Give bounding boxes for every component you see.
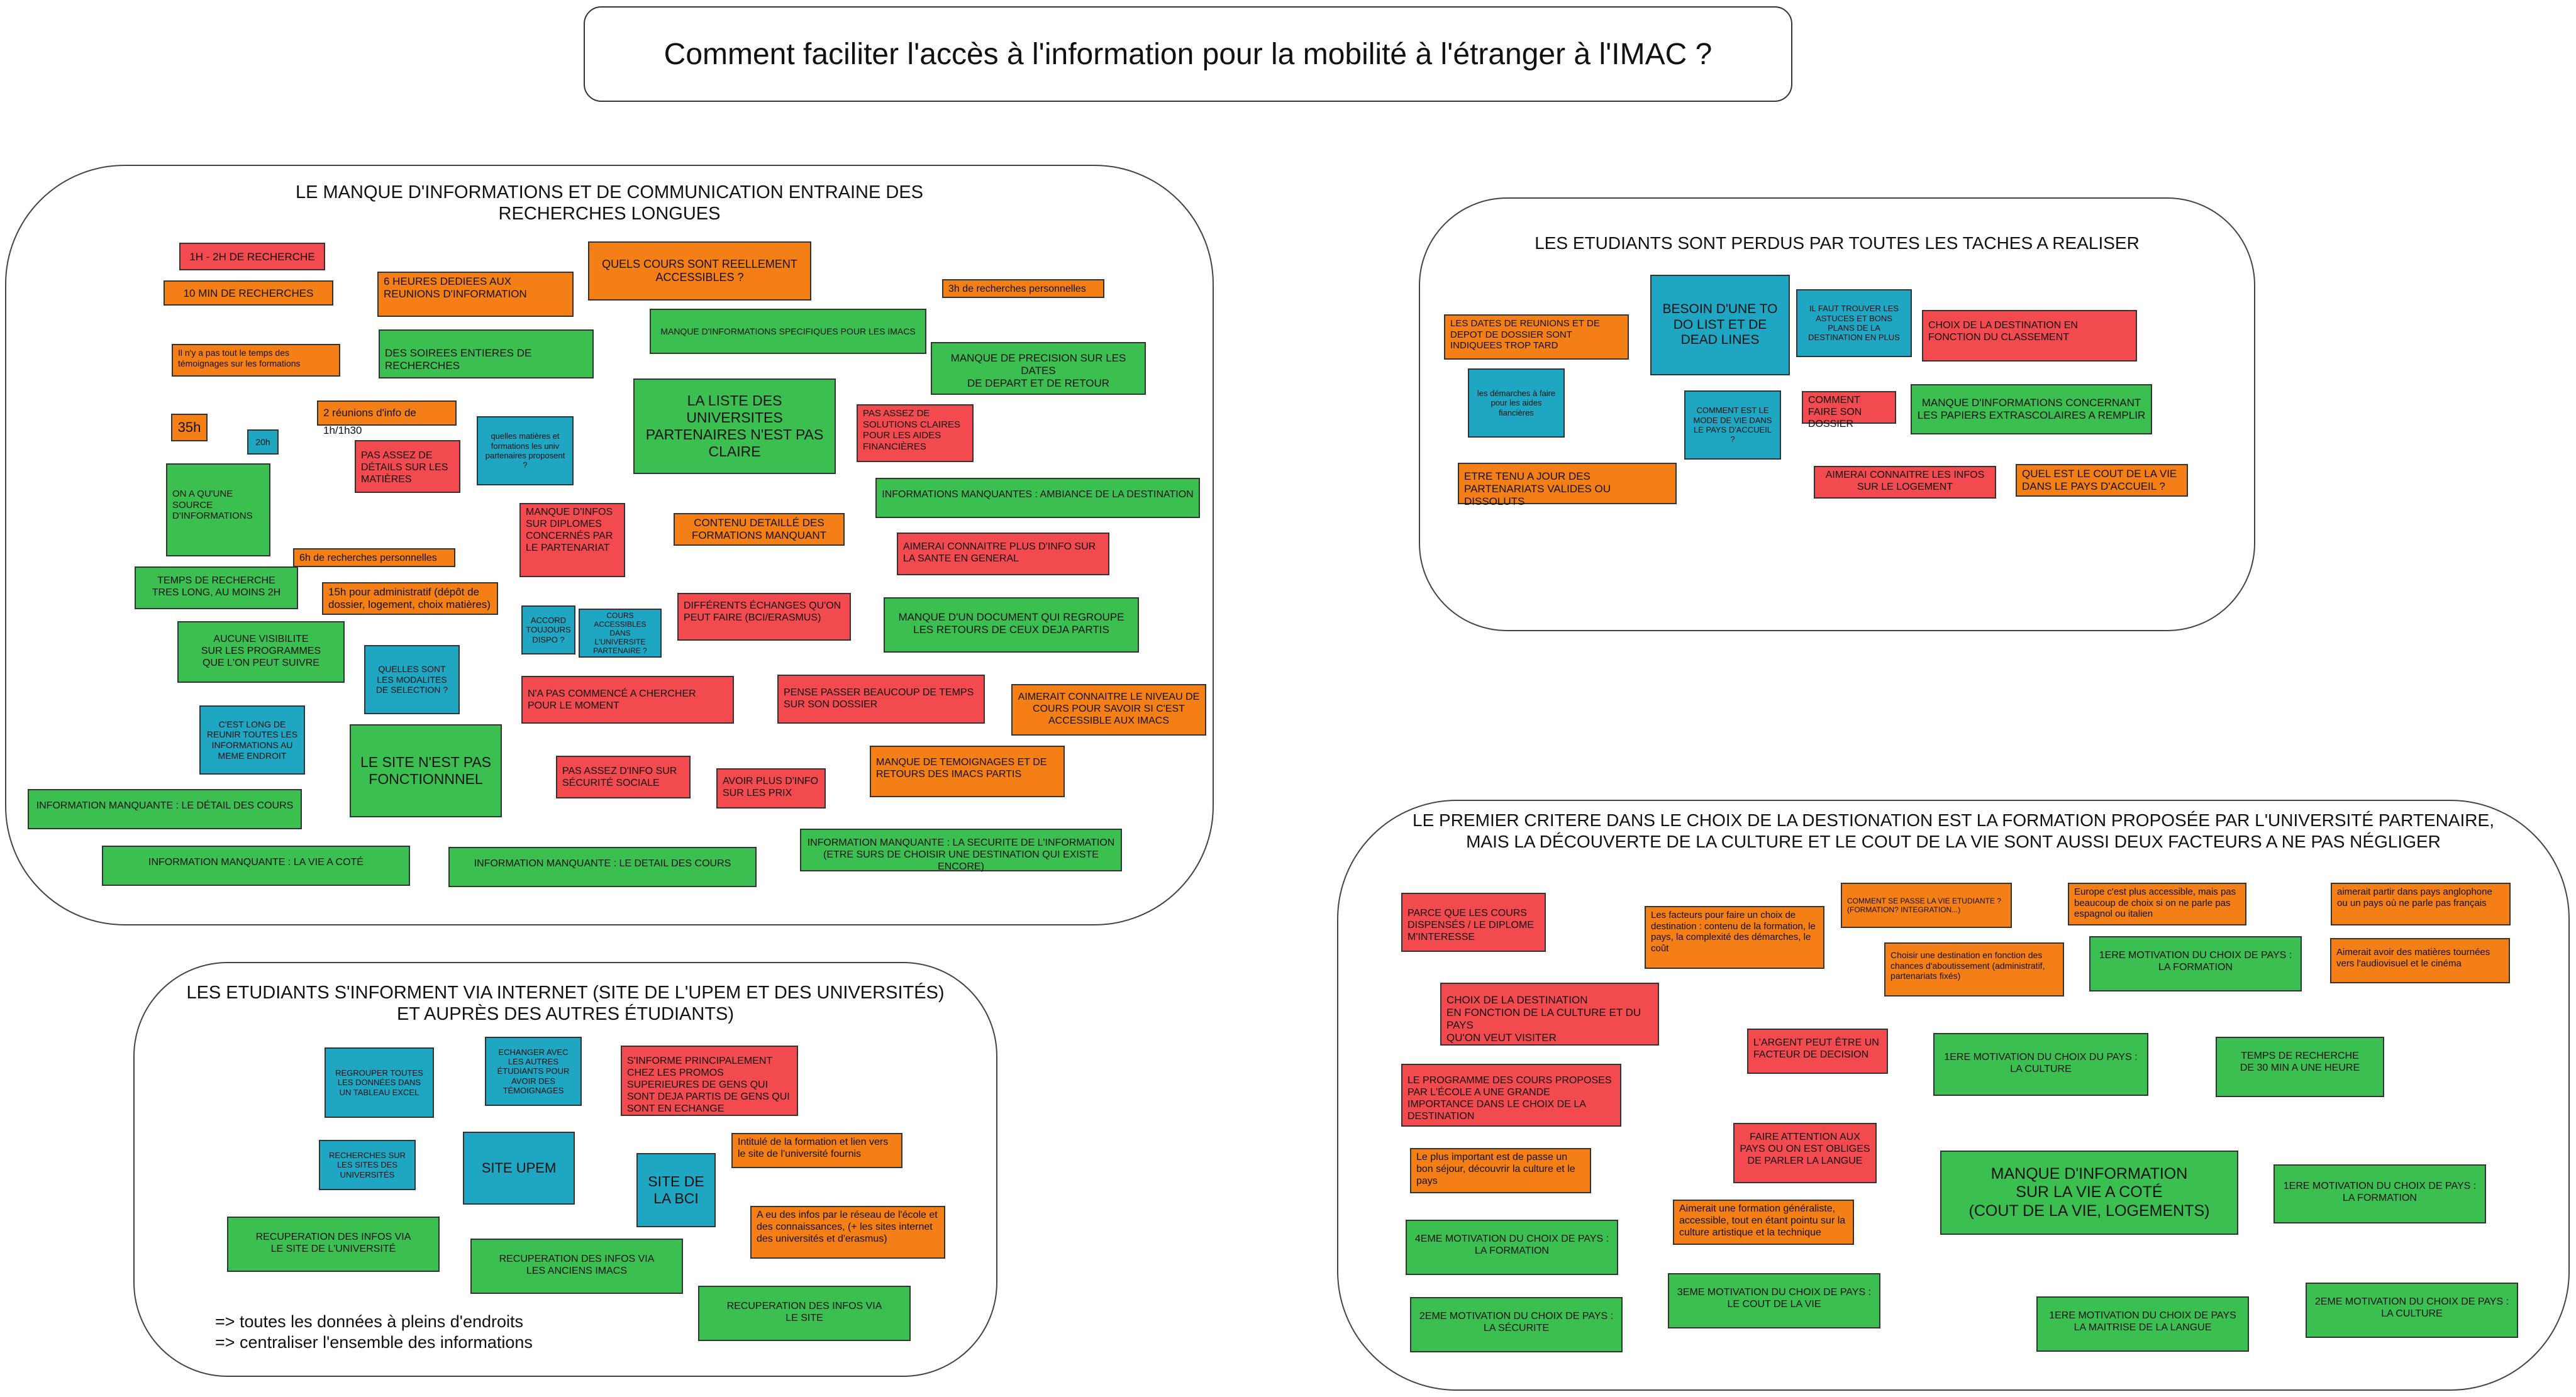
sticky-note: QUEL EST LE COUT DE LA VIE DANS LE PAYS … [2016,464,2188,497]
sticky-note: TEMPS DE RECHERCHE TRES LONG, AU MOINS 2… [135,566,298,609]
sticky-note: MANQUE D'INFORMATIONS CONCERNANT LES PAP… [1911,384,2152,434]
sticky-note: MANQUE D'UN DOCUMENT QUI REGROUPE LES RE… [884,597,1139,653]
sticky-note: 3EME MOTIVATION DU CHOIX DE PAYS : LE CO… [1668,1273,1880,1328]
sticky-note: CHOIX DE LA DESTINATION EN FONCTION DU C… [1922,310,2137,362]
sticky-note: COURS ACCESSIBLES DANS L'UNIVERSITE PART… [579,609,662,658]
sticky-note: ECHANGER AVEC LES AUTRES ÉTUDIANTS POUR … [485,1037,582,1106]
sticky-note: PAS ASSEZ D'INFO SUR SÉCURITÉ SOCIALE [556,756,691,798]
sticky-note: RECUPERATION DES INFOS VIA LE SITE [698,1286,911,1341]
sticky-note: FAIRE ATTENTION AUX PAYS OU ON EST OBLIG… [1733,1123,1877,1183]
sticky-note: CHOIX DE LA DESTINATION EN FONCTION DE L… [1440,983,1659,1046]
group-title: LES ETUDIANTS S'INFORMENT VIA INTERNET (… [186,983,945,1024]
sticky-note: A eu des infos par le réseau de l'école … [750,1206,945,1259]
sticky-note: L'ARGENT PEUT ÊTRE UN FACTEUR DE DECISIO… [1747,1029,1888,1074]
board-title: Comment faciliter l'accès à l'informatio… [584,6,1792,102]
sticky-note: 15h pour administratif (dépôt de dossier… [322,582,498,615]
sticky-note: IL FAUT TROUVER LES ASTUCES ET BONS PLAN… [1796,289,1912,357]
sticky-note: PENSE PASSER BEAUCOUP DE TEMPS SUR SON D… [777,675,985,724]
sticky-note: Le plus important est de passe un bon sé… [1410,1148,1591,1193]
sticky-note: AIMERAIT CONNAITRE LE NIVEAU DE COURS PO… [1011,684,1206,736]
sticky-note: Aimerait une formation généraliste, acce… [1673,1200,1854,1245]
sticky-note: LE PROGRAMME DES COURS PROPOSES PAR L'ÉC… [1401,1064,1621,1127]
group-title: LE PREMIER CRITERE DANS LE CHOIX DE LA D… [1413,810,2494,851]
sticky-note: COMMENT SE PASSE LA VIE ETUDIANTE ? (FOR… [1841,883,2012,928]
sticky-note: MANQUE DE TEMOIGNAGES ET DE RETOURS DES … [870,746,1065,797]
sticky-note: AVOIR PLUS D'INFO SUR LES PRIX [716,768,826,809]
sticky-note: LE SITE N'EST PAS FONCTIONNNEL [350,724,502,817]
sticky-note: 2 réunions d'info de 1h/1h30 [317,400,457,436]
sticky-note: REGROUPER TOUTES LES DONNÉES DANS UN TAB… [325,1047,434,1118]
sticky-note: 3h de recherches personnelles [942,279,1104,298]
sticky-note: 20h [247,429,279,455]
sticky-note: Aimerait avoir des matières tournées ver… [2330,938,2510,983]
sticky-note: DIFFÉRENTS ÉCHANGES QU'ON PEUT FAIRE (BC… [677,593,851,641]
sticky-note: CONTENU DETAILLÉ DES FORMATIONS MANQUANT [674,513,845,546]
sticky-note: TEMPS DE RECHERCHE DE 30 MIN A UNE HEURE [2216,1037,2384,1097]
sticky-note: QUELS COURS SONT REELLEMENT ACCESSIBLES … [588,241,811,301]
sticky-note: ETRE TENU A JOUR DES PARTENARIATS VALIDE… [1458,463,1677,507]
group-title: LE MANQUE D'INFORMATIONS ET DE COMMUNICA… [295,182,924,224]
sticky-note: INFORMATIONS MANQUANTES : AMBIANCE DE LA… [875,478,1200,518]
sticky-note: 1H - 2H DE RECHERCHE [179,243,325,270]
sticky-note: BESOIN D'UNE TO DO LIST ET DE DEAD LINES [1650,275,1790,375]
sticky-note: S'INFORME PRINCIPALEMENT CHEZ LES PROMOS… [621,1046,798,1116]
group-title: LES ETUDIANTS SONT PERDUS PAR TOUTES LES… [1535,233,2140,253]
sticky-note: MANQUE D'INFOS SUR DIPLOMES CONCERNÉS PA… [519,503,625,577]
sticky-note: 4EME MOTIVATION DU CHOIX DE PAYS : LA FO… [1406,1220,1618,1275]
sticky-note: MANQUE D'INFORMATION SUR LA VIE A COTÉ (… [1940,1151,2238,1235]
sticky-note: 1ERE MOTIVATION DU CHOIX DE PAYS LA MAIT… [2036,1296,2249,1352]
sticky-note: 2EME MOTIVATION DU CHOIX DE PAYS : LA CU… [2306,1283,2518,1338]
sticky-note: 6 HEURES DEDIEES AUX REUNIONS D'INFORMAT… [377,272,574,317]
sticky-note: PAS ASSEZ DE DÉTAILS SUR LES MATIÈRES [355,440,460,493]
sticky-note: INFORMATION MANQUANTE : LA SECURITE DE L… [800,829,1122,872]
sticky-note: RECUPERATION DES INFOS VIA LES ANCIENS I… [470,1239,683,1294]
sticky-note: MANQUE D'INFORMATIONS SPECIFIQUES POUR L… [650,309,926,354]
sticky-note: RECUPERATION DES INFOS VIA LE SITE DE L'… [227,1217,440,1272]
sticky-note: Intitulé de la formation et lien vers le… [731,1133,902,1168]
sticky-note: Les facteurs pour faire un choix de dest… [1645,906,1824,969]
sticky-note: les démarches à faire pour les aides fia… [1468,368,1565,438]
sticky-note: PAS ASSEZ DE SOLUTIONS CLAIRES POUR LES … [857,404,974,462]
conclusion-text: => toutes les données à pleins d'endroit… [215,1312,533,1352]
sticky-note: COMMENT EST LE MODE DE VIE DANS LE PAYS … [1684,390,1781,460]
sticky-note: Il n'y a pas tout le temps des témoignag… [172,344,340,377]
sticky-note: 35h [171,414,208,441]
sticky-note: AIMERAI CONNAITRE LES INFOS SUR LE LOGEM… [1814,466,1996,499]
sticky-note: N'A PAS COMMENCÉ A CHERCHER POUR LE MOME… [521,676,734,724]
sticky-note: aimerait partir dans pays anglophone ou … [2331,883,2511,925]
sticky-note: QUELLES SONT LES MODALITES DE SELECTION … [364,645,460,714]
sticky-note: INFORMATION MANQUANTE : LE DETAIL DES CO… [448,847,757,887]
sticky-note: AIMERAI CONNAITRE PLUS D'INFO SUR LA SAN… [897,533,1109,575]
sticky-note: 1ERE MOTIVATION DU CHOIX DU PAYS : LA CU… [1933,1033,2148,1096]
sticky-note: MANQUE DE PRECISION SUR LES DATES DE DEP… [931,342,1146,395]
sticky-note: SITE DE LA BCI [636,1153,716,1227]
sticky-note: quelles matières et formations les univ … [477,416,574,485]
sticky-note: 1ERE MOTIVATION DU CHOIX DE PAYS : LA FO… [2273,1164,2486,1223]
sticky-note: ON A QU'UNE SOURCE D'INFORMATIONS [166,463,270,556]
sticky-note: SITE UPEM [463,1132,575,1205]
sticky-note: RECHERCHES SUR LES SITES DES UNIVERSITÉS [319,1140,416,1190]
sticky-note: 1ERE MOTIVATION DU CHOIX DE PAYS : LA FO… [2089,936,2302,991]
sticky-note: 2EME MOTIVATION DU CHOIX DE PAYS : LA SÉ… [1410,1297,1623,1352]
sticky-note: INFORMATION MANQUANTE : LA VIE A COTÉ [102,846,410,886]
sticky-note: Choisir une destination en fonction des … [1884,942,2064,997]
sticky-note: LA LISTE DES UNIVERSITES PARTENAIRES N'E… [633,378,836,474]
sticky-note: Europe c'est plus accessible, mais pas b… [2068,883,2246,925]
sticky-note: PARCE QUE LES COURS DISPENSÉS / LE DIPLO… [1401,893,1546,952]
sticky-note: AUCUNE VISIBILITE SUR LES PROGRAMMES QUE… [177,621,345,683]
sticky-note: LES DATES DE REUNIONS ET DE DEPOT DE DOS… [1444,314,1629,360]
sticky-note: C'EST LONG DE REUNIR TOUTES LES INFORMAT… [199,705,305,775]
sticky-note: 10 MIN DE RECHERCHES [164,280,333,306]
sticky-note: ACCORD TOUJOURS DISPO ? [521,605,575,654]
sticky-note: INFORMATION MANQUANTE : LE DÉTAIL DES CO… [28,789,302,829]
sticky-note: DES SOIREES ENTIERES DE RECHERCHES [379,329,594,378]
sticky-note: 6h de recherches personnelles [293,548,455,567]
sticky-note: COMMENT FAIRE SON DOSSIER [1802,391,1896,429]
